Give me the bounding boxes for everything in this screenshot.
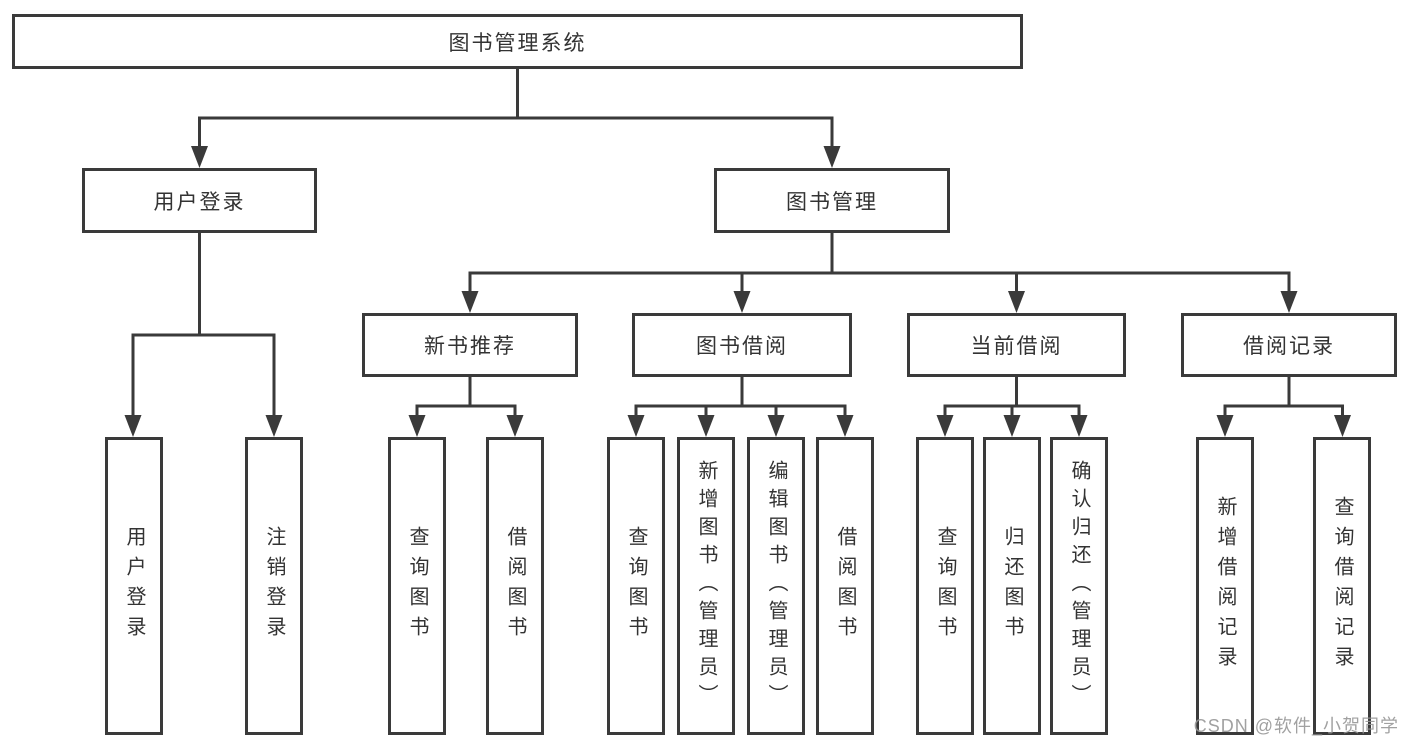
node-current-borrow: 当前借阅 <box>907 313 1126 377</box>
node-user-login: 用户登录 <box>82 168 317 233</box>
leaf-records-add-record: 新增借阅记录 <box>1196 437 1254 735</box>
leaf-user-login: 用户登录 <box>105 437 163 735</box>
leaf-current-confirm-return-admin: 确认归还（管理员） <box>1050 437 1108 735</box>
leaf-recommend-borrow-books: 借阅图书 <box>486 437 544 735</box>
leaf-logout: 注销登录 <box>245 437 303 735</box>
node-library-system: 图书管理系统 <box>12 14 1023 69</box>
leaf-borrow-add-books-admin: 新增图书（管理员） <box>677 437 735 735</box>
node-borrow-records: 借阅记录 <box>1181 313 1397 377</box>
csdn-watermark: CSDN @软件_小贺同学 <box>1193 716 1399 736</box>
node-book-borrow: 图书借阅 <box>632 313 852 377</box>
leaf-borrow-borrow-books: 借阅图书 <box>816 437 874 735</box>
leaf-borrow-query-books: 查询图书 <box>607 437 665 735</box>
node-new-book-recommend: 新书推荐 <box>362 313 578 377</box>
leaf-current-return-books: 归还图书 <box>983 437 1041 735</box>
node-book-management: 图书管理 <box>714 168 950 233</box>
leaf-current-query-books: 查询图书 <box>916 437 974 735</box>
leaf-borrow-edit-books-admin: 编辑图书（管理员） <box>747 437 805 735</box>
leaf-recommend-query-books: 查询图书 <box>388 437 446 735</box>
leaf-records-query-record: 查询借阅记录 <box>1313 437 1371 735</box>
